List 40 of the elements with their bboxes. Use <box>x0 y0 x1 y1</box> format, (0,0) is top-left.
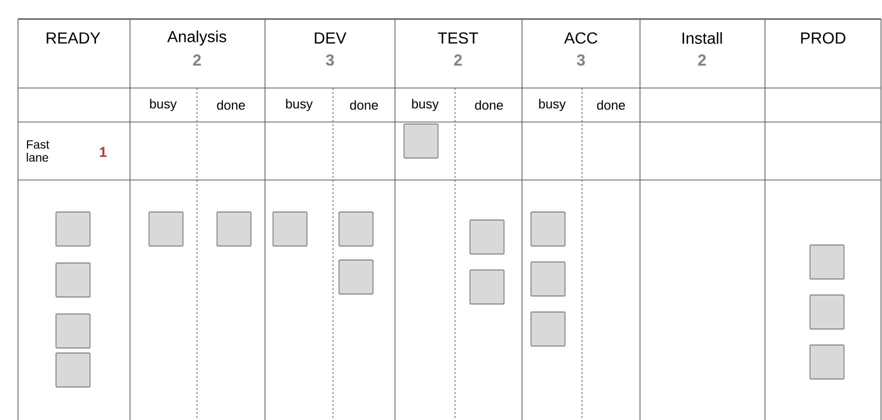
column-subheader: done <box>475 100 503 110</box>
card <box>810 344 844 380</box>
card <box>56 262 90 298</box>
card <box>272 212 308 246</box>
card <box>148 212 184 246</box>
column-subheader: done <box>350 100 378 110</box>
card <box>810 294 844 330</box>
wip-limit: 2 <box>193 54 201 66</box>
card <box>530 212 566 246</box>
wip-limit: 1 <box>100 147 107 157</box>
card <box>530 262 566 296</box>
card <box>56 352 90 388</box>
card <box>216 212 252 246</box>
wip-limit: 3 <box>326 54 334 66</box>
column-header: ACC <box>564 32 598 44</box>
column-header: READY <box>46 32 100 44</box>
column-subheader: busy <box>412 98 439 112</box>
column-subheader: busy <box>539 98 566 112</box>
card <box>56 314 90 348</box>
column-subheader: done <box>217 100 245 110</box>
column-subheader: done <box>597 100 625 110</box>
column-header: Install <box>682 32 722 44</box>
card <box>404 124 438 158</box>
wip-limit: 2 <box>454 54 462 66</box>
column-header: DEV <box>314 32 346 44</box>
wip-limit: 3 <box>576 54 585 66</box>
wip-limit: 2 <box>698 54 706 66</box>
column-header: TEST <box>438 32 478 44</box>
column-header: PROD <box>801 32 846 44</box>
card <box>338 212 374 246</box>
card <box>56 212 90 246</box>
lane-label: Fast lane <box>26 140 50 162</box>
column-subheader: busy <box>286 98 313 112</box>
column-header: Analysis <box>167 30 226 46</box>
card <box>530 312 566 346</box>
column-subheader: busy <box>150 98 177 112</box>
card <box>810 244 844 280</box>
card <box>338 260 374 294</box>
card <box>470 270 504 304</box>
card <box>470 220 504 254</box>
